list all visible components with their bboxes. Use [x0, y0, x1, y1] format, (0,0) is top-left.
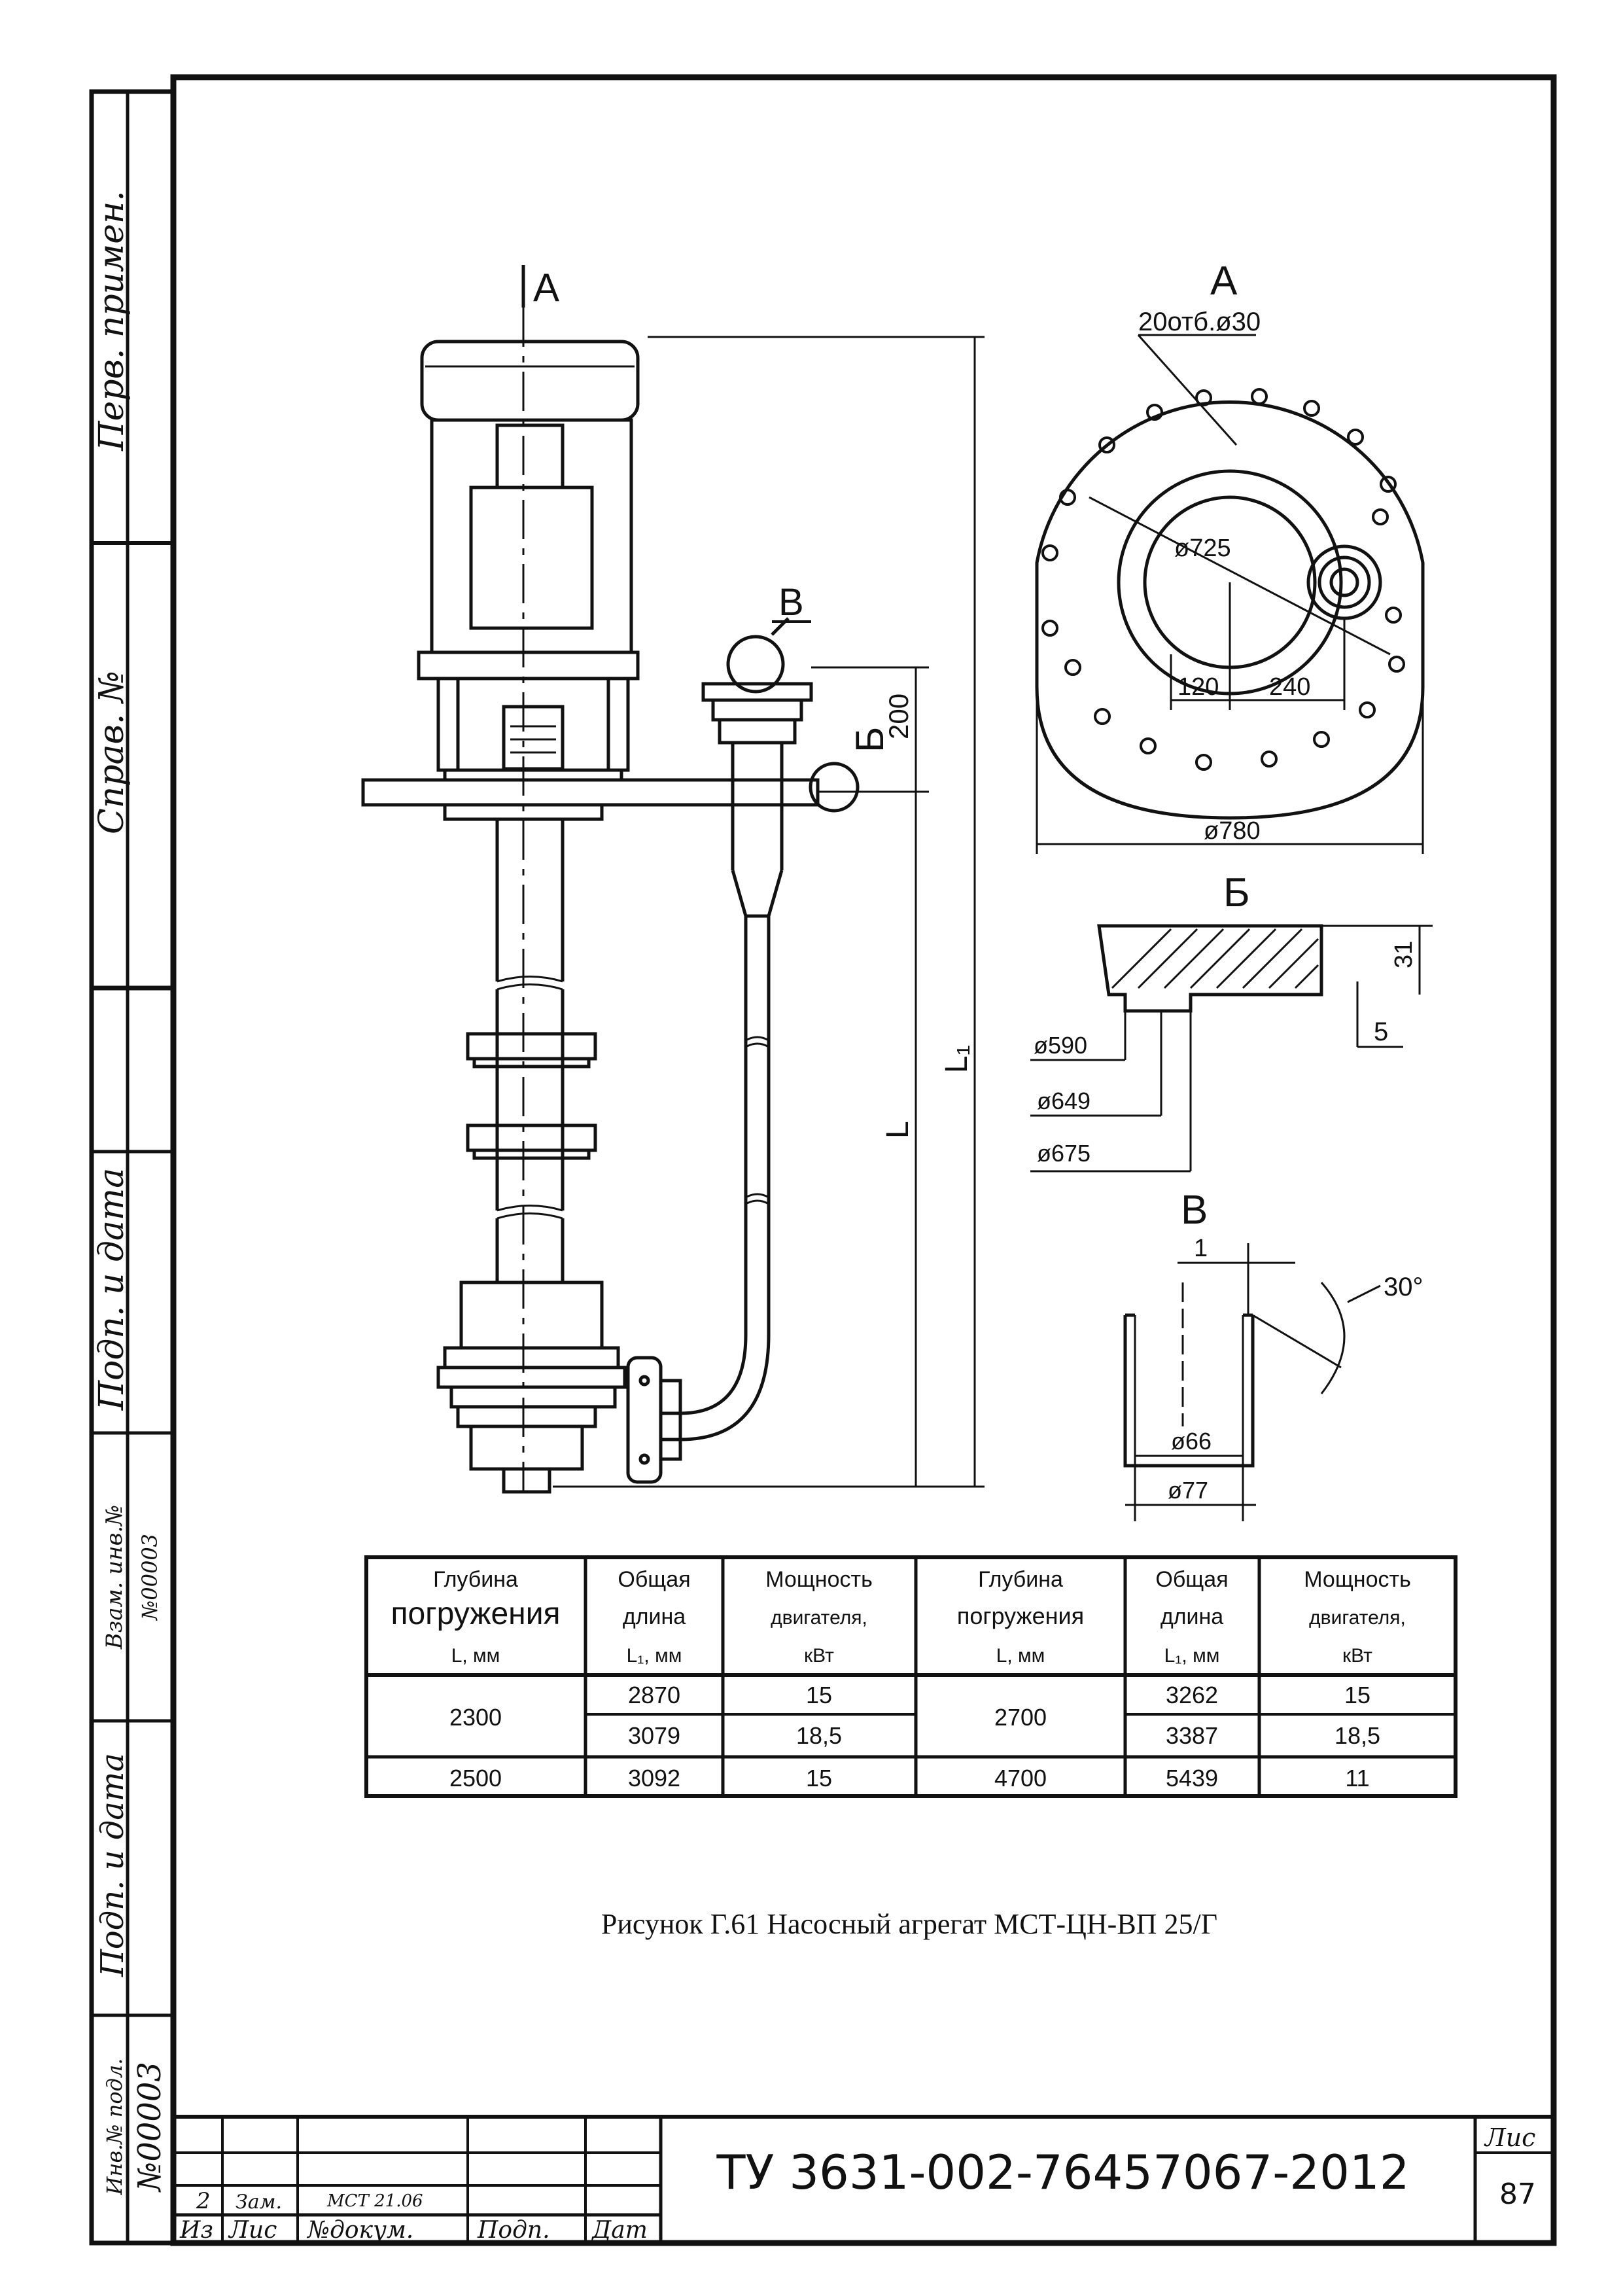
dim-L: L [881, 1121, 915, 1139]
stamp-inv-no-podl: Инв.№ подл. [102, 2058, 127, 2196]
dim-d120: 120 [1178, 673, 1219, 701]
table-header-cell: Глубина [978, 1567, 1063, 1592]
header-podp: Подп. [477, 2217, 550, 2244]
table-cell: 15 [1344, 1682, 1370, 1708]
change-doc: МСТ 21.06 [326, 2191, 423, 2211]
view-b-section: Б 31 5 ø590 ø649 ø675 [1030, 870, 1433, 1173]
dimension-l-l1 [553, 336, 985, 1488]
table-header-cell: Мощность [765, 1567, 873, 1592]
dim-d5: 5 [1374, 1017, 1388, 1046]
table-header-cell: Общая [618, 1567, 690, 1592]
table-cell: 2870 [628, 1682, 680, 1708]
view-a-flange: A 20отб.ø30 ø725 120 240 [1035, 258, 1425, 854]
spec-table-body: 2300 2870 15 2700 3262 15 3079 18,5 3387 18,5 2500… [449, 1682, 1380, 1792]
title-block: 2 Зам. МСТ 21.06 Из Лис №докум. Подп. Да… [173, 2115, 1554, 2244]
angle-30: 30° [1384, 1273, 1423, 1301]
table-header-cell: L, мм [996, 1645, 1045, 1667]
header-lis: Лис [228, 2217, 277, 2244]
stamp-vzam-inv-value: №00003 [137, 1534, 162, 1621]
table-header-cell: погружения [391, 1597, 560, 1631]
section-a-marker: A [533, 266, 559, 309]
table-header-cell: L₁, мм [1164, 1645, 1220, 1667]
dim-d66: ø66 [1171, 1428, 1212, 1455]
table-cell: 4700 [994, 1765, 1047, 1792]
pump-assembly-drawing: A [361, 265, 985, 1494]
sheet-frame [89, 74, 1557, 2246]
callout-b-circle [809, 762, 860, 813]
header-dat: Дат [591, 2217, 648, 2244]
table-header-cell: Глубина [433, 1567, 518, 1592]
header-iz: Из [179, 2217, 213, 2244]
document-designation: ТУ 3631-002-76457067-2012 [716, 2145, 1409, 2200]
table-header-cell: погружения [957, 1602, 1084, 1629]
view-v-label: B [1181, 1188, 1208, 1233]
motor [417, 340, 640, 680]
stamp-podp-i-data-1: Подп. и дата [92, 1168, 131, 1411]
sheet-label: Лис [1484, 2123, 1535, 2152]
dim-d675: ø675 [1037, 1140, 1091, 1167]
table-header-cell: длина [623, 1604, 686, 1629]
dimension-200 [811, 666, 929, 793]
dim-d590: ø590 [1034, 1032, 1087, 1059]
table-header-cell: длина [1161, 1604, 1223, 1629]
table-cell: 5439 [1166, 1765, 1218, 1792]
dim-d725: ø725 [1174, 535, 1231, 562]
stamp-sprav-no: Справ. № [92, 671, 131, 834]
table-header-cell: двигателя, [771, 1607, 867, 1629]
change-no: 2 [196, 2188, 211, 2214]
table-header-cell: кВт [1342, 1645, 1372, 1667]
table-header-cell: кВт [804, 1645, 834, 1667]
callout-v-label: B [778, 581, 804, 624]
figure-caption: Рисунок Г.61 Насосный агрегат МСТ-ЦН-ВП … [601, 1908, 1217, 1940]
dim-200: 200 [883, 694, 914, 739]
dim-d240: 240 [1269, 673, 1310, 701]
table-header-cell: двигателя, [1309, 1607, 1406, 1629]
view-b-label: Б [1223, 870, 1250, 915]
view-a-label: A [1210, 258, 1238, 304]
table-cell: 3092 [628, 1765, 680, 1792]
stamp-vzam-inv-no: Взам. инв.№ [101, 1505, 128, 1650]
table-header-cell: Мощность [1304, 1567, 1411, 1592]
callout-v-circle [726, 635, 785, 694]
side-stamp: Перв. примен. Справ. № Подп. и дата Взам… [92, 190, 168, 2195]
table-cell: 11 [1345, 1765, 1369, 1792]
table-cell: 18,5 [796, 1722, 842, 1749]
table-cell: 3262 [1166, 1682, 1218, 1708]
table-cell: 2500 [449, 1765, 502, 1792]
table-cell: 15 [806, 1682, 832, 1708]
dim-d31: 31 [1390, 941, 1418, 968]
base-plate [361, 778, 820, 807]
table-cell: 15 [806, 1765, 832, 1792]
pump-column [466, 819, 597, 1282]
header-doc: №докум. [306, 2217, 413, 2244]
table-cell: 2700 [994, 1704, 1047, 1731]
dim-d77: ø77 [1168, 1477, 1208, 1504]
stamp-perv-primen: Перв. примен. [92, 190, 131, 451]
sheet-number: 87 [1499, 2178, 1536, 2211]
table-header-cell: Общая [1155, 1567, 1228, 1592]
table-cell: 3387 [1166, 1722, 1218, 1749]
stamp-podp-i-data-2: Подп. и дата [94, 1753, 131, 1977]
dim-d649: ø649 [1037, 1087, 1091, 1114]
stamp-inv-no-podl-value: №00003 [131, 2062, 168, 2193]
dim-d780: ø780 [1204, 817, 1261, 845]
discharge-pipe [626, 617, 860, 1484]
dim-L1: L₁ [939, 1045, 974, 1073]
change-type: Зам. [236, 2191, 282, 2214]
table-cell: 2300 [449, 1704, 502, 1731]
dim-d1: 1 [1194, 1235, 1208, 1262]
table-cell: 18,5 [1335, 1722, 1380, 1749]
table-header-cell: L, мм [451, 1645, 500, 1667]
pump-casing [436, 1280, 627, 1494]
dim-holes: 20отб.ø30 [1138, 308, 1261, 336]
bolt-holes [1041, 388, 1405, 771]
callout-b-label: Б [848, 727, 892, 752]
coupling-lantern [436, 677, 630, 782]
view-v-pipe-end: B 1 30° ø66 ø77 [1123, 1188, 1423, 1521]
table-header-cell: L₁, мм [627, 1645, 682, 1667]
table-cell: 3079 [628, 1722, 680, 1749]
